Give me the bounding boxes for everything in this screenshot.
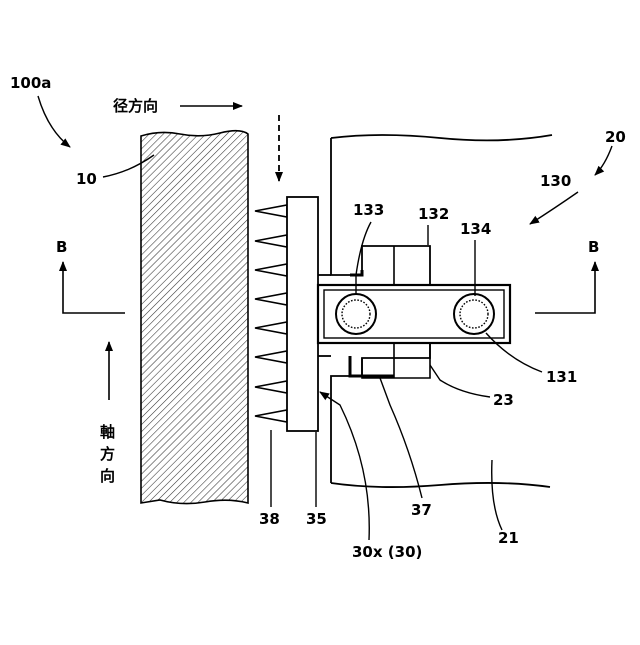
label-20: 20 <box>605 128 626 146</box>
label-38: 38 <box>259 510 280 528</box>
label-radial-direction: 径方向 <box>113 97 158 115</box>
spikes-38 <box>255 205 287 422</box>
label-10: 10 <box>76 170 97 188</box>
plate-35 <box>287 197 318 431</box>
label-30x: 30x (30) <box>352 543 422 561</box>
label-131: 131 <box>546 368 577 386</box>
label-100a: 100a <box>10 74 51 92</box>
label-axial-char-3: 向 <box>100 467 115 485</box>
fastener-133 <box>336 294 376 334</box>
fastener-134 <box>454 294 494 334</box>
member-10 <box>141 131 248 504</box>
section-marker-right <box>535 262 595 313</box>
label-21: 21 <box>498 529 519 547</box>
label-134: 134 <box>460 220 491 238</box>
label-axial-char-1: 軸 <box>100 423 115 441</box>
label-132: 132 <box>418 205 449 223</box>
label-35: 35 <box>306 510 327 528</box>
label-b-right: B <box>588 238 599 256</box>
label-37: 37 <box>411 501 432 519</box>
label-23: 23 <box>493 391 514 409</box>
label-133: 133 <box>353 201 384 219</box>
section-marker-left <box>63 262 125 313</box>
label-axial-char-2: 方 <box>100 445 115 463</box>
label-130: 130 <box>540 172 571 190</box>
label-b-left: B <box>56 238 67 256</box>
